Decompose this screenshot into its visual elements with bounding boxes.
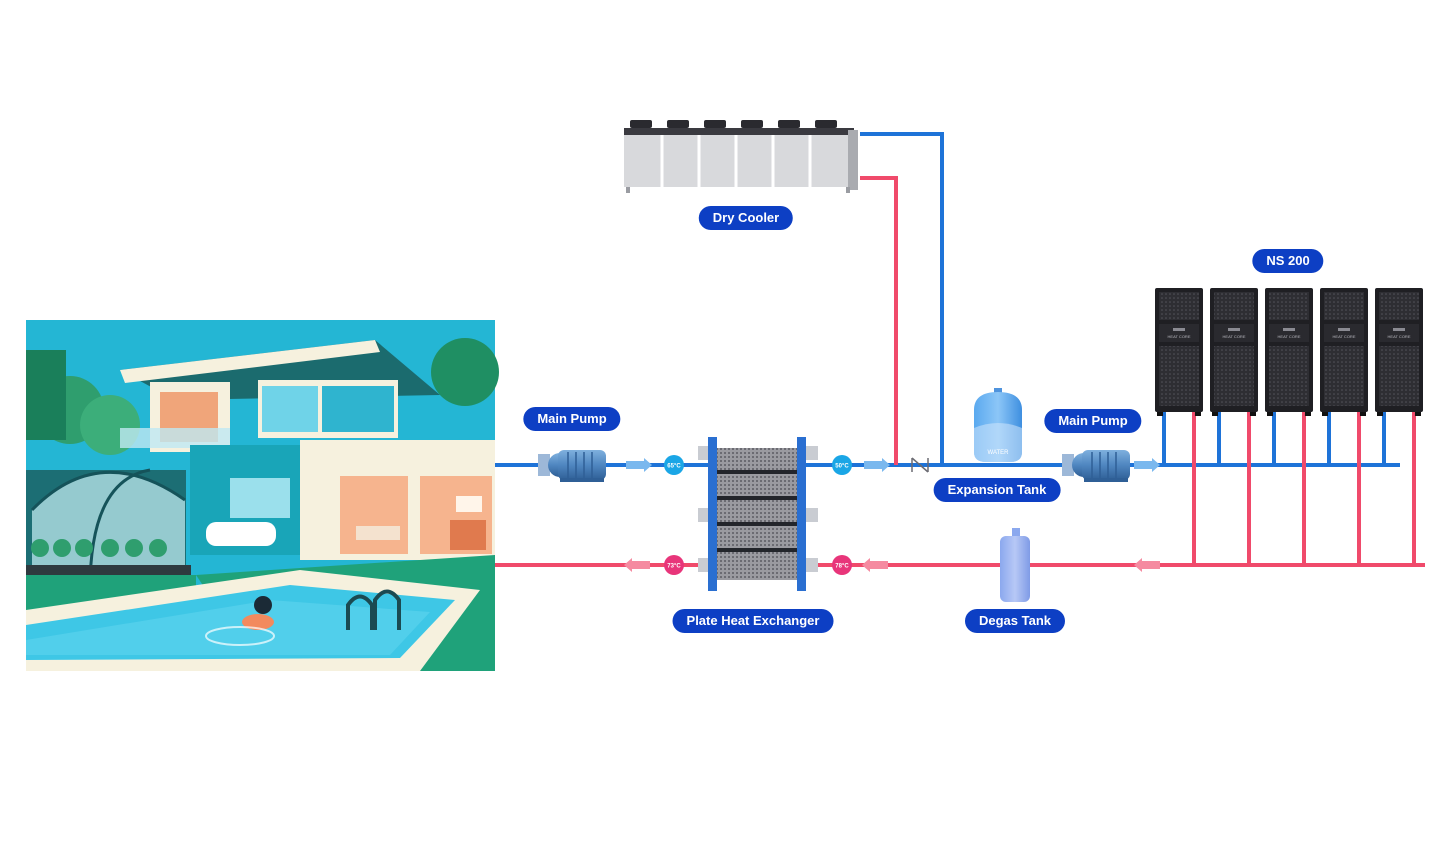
pump-icon (538, 450, 606, 482)
tank-water-text: WATER (988, 450, 1010, 456)
cold-dry-cooler-pipe (860, 132, 944, 465)
temp-hot-out-text: 73°C (667, 564, 681, 570)
temp-cold-out-text: 50°C (835, 464, 849, 470)
hot-dry-cooler-pipe (860, 176, 898, 465)
temp-cold-in-text: 65°C (667, 464, 681, 470)
ns200-label: NS 200 (1252, 249, 1324, 273)
temp-badge-hot-out: 73°C (664, 555, 684, 575)
ns200-cabinet-text: HEAT CORE (1168, 334, 1191, 339)
cold-flow-arrow-icons (626, 458, 1160, 472)
plate-heat-exchanger-label: Plate Heat Exchanger (672, 609, 834, 633)
ns200-cabinet-icon: HEAT CORE (1375, 288, 1423, 416)
expansion-tank-label: Expansion Tank (933, 478, 1061, 502)
ns200-cabinets: HEAT CORE HEAT CORE HEAT CORE HEAT CORE HEAT… (1155, 288, 1423, 416)
flow-arrows (624, 458, 1160, 572)
temp-hot-in-text: 78°C (835, 564, 849, 570)
ns200-cabinet-text: HEAT CORE (1388, 334, 1411, 339)
degas-tank-icon (1000, 528, 1030, 602)
temp-badge-hot-in: 78°C (832, 555, 852, 575)
ns200-cabinet-text: HEAT CORE (1223, 334, 1246, 339)
villa-pool-illustration (26, 320, 499, 671)
ns200-cabinet-icon: HEAT CORE (1155, 288, 1203, 416)
ns200-cabinet-icon: HEAT CORE (1210, 288, 1258, 416)
ns200-cabinet-icon: HEAT CORE (1320, 288, 1368, 416)
check-valve-icon (911, 457, 929, 473)
hot-pipes (495, 176, 1425, 567)
ns200-cabinet-text: HEAT CORE (1333, 334, 1356, 339)
dry-cooler-icon (624, 120, 858, 193)
main-pump-left-label: Main Pump (523, 407, 621, 431)
expansion-tank-icon: WATER (974, 388, 1022, 462)
pump-icon (1062, 450, 1130, 482)
ns200-cabinet-icon: HEAT CORE (1265, 288, 1313, 416)
temperature-badges: 65°C 50°C 73°C 78°C (664, 455, 852, 575)
ns200-cabinet-text: HEAT CORE (1278, 334, 1301, 339)
hot-flow-arrow-icons (624, 558, 1160, 572)
temp-badge-cold-in: 65°C (664, 455, 684, 475)
dry-cooler-label: Dry Cooler (698, 206, 794, 230)
main-pump-right-label: Main Pump (1044, 409, 1142, 433)
degas-tank-label: Degas Tank (964, 609, 1066, 633)
plate-heat-exchanger-icon (698, 437, 818, 591)
temp-badge-cold-out: 50°C (832, 455, 852, 475)
